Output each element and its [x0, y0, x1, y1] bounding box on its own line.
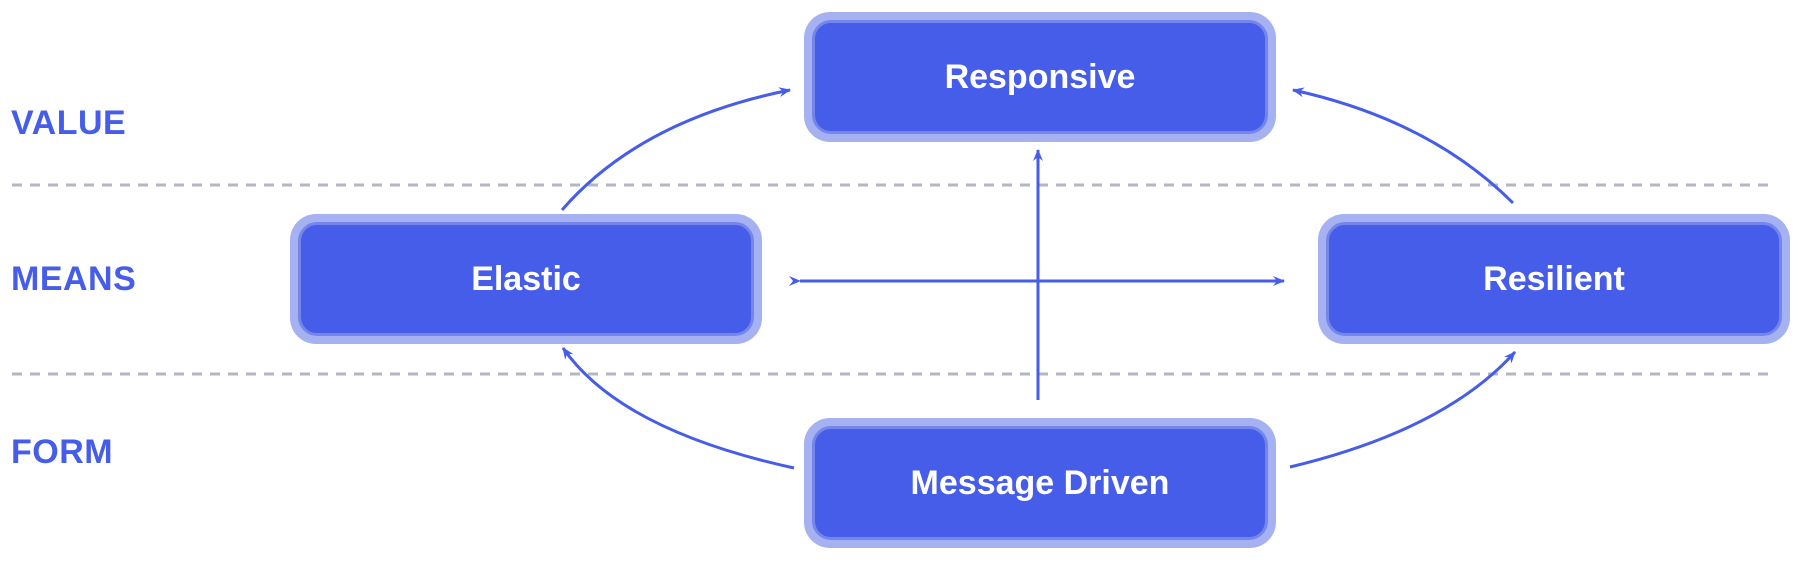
tier-label-form: FORM	[11, 433, 114, 471]
node-resilient: Resilient	[1318, 214, 1790, 344]
arrow-resilient-to-responsive	[1292, 87, 1515, 205]
node-responsive: Responsive	[804, 12, 1276, 142]
node-responsive-label: Responsive	[944, 58, 1136, 96]
node-elastic: Elastic	[290, 214, 762, 344]
node-responsive-body: Responsive	[812, 20, 1268, 134]
node-resilient-label: Resilient	[1483, 260, 1625, 298]
node-message-driven-label: Message Driven	[910, 464, 1170, 502]
node-message-driven: Message Driven	[804, 418, 1276, 548]
arrow-message-driven-to-elastic	[561, 347, 795, 470]
node-elastic-body: Elastic	[298, 222, 754, 336]
tier-label-value: VALUE	[11, 104, 127, 142]
tier-label-means: MEANS	[11, 260, 137, 298]
node-resilient-body: Resilient	[1326, 222, 1782, 336]
node-message-driven-body: Message Driven	[812, 426, 1268, 540]
arrow-message-driven-to-resilient	[1289, 350, 1517, 469]
node-elastic-label: Elastic	[471, 260, 581, 298]
arrow-elastic-to-responsive	[560, 87, 791, 211]
